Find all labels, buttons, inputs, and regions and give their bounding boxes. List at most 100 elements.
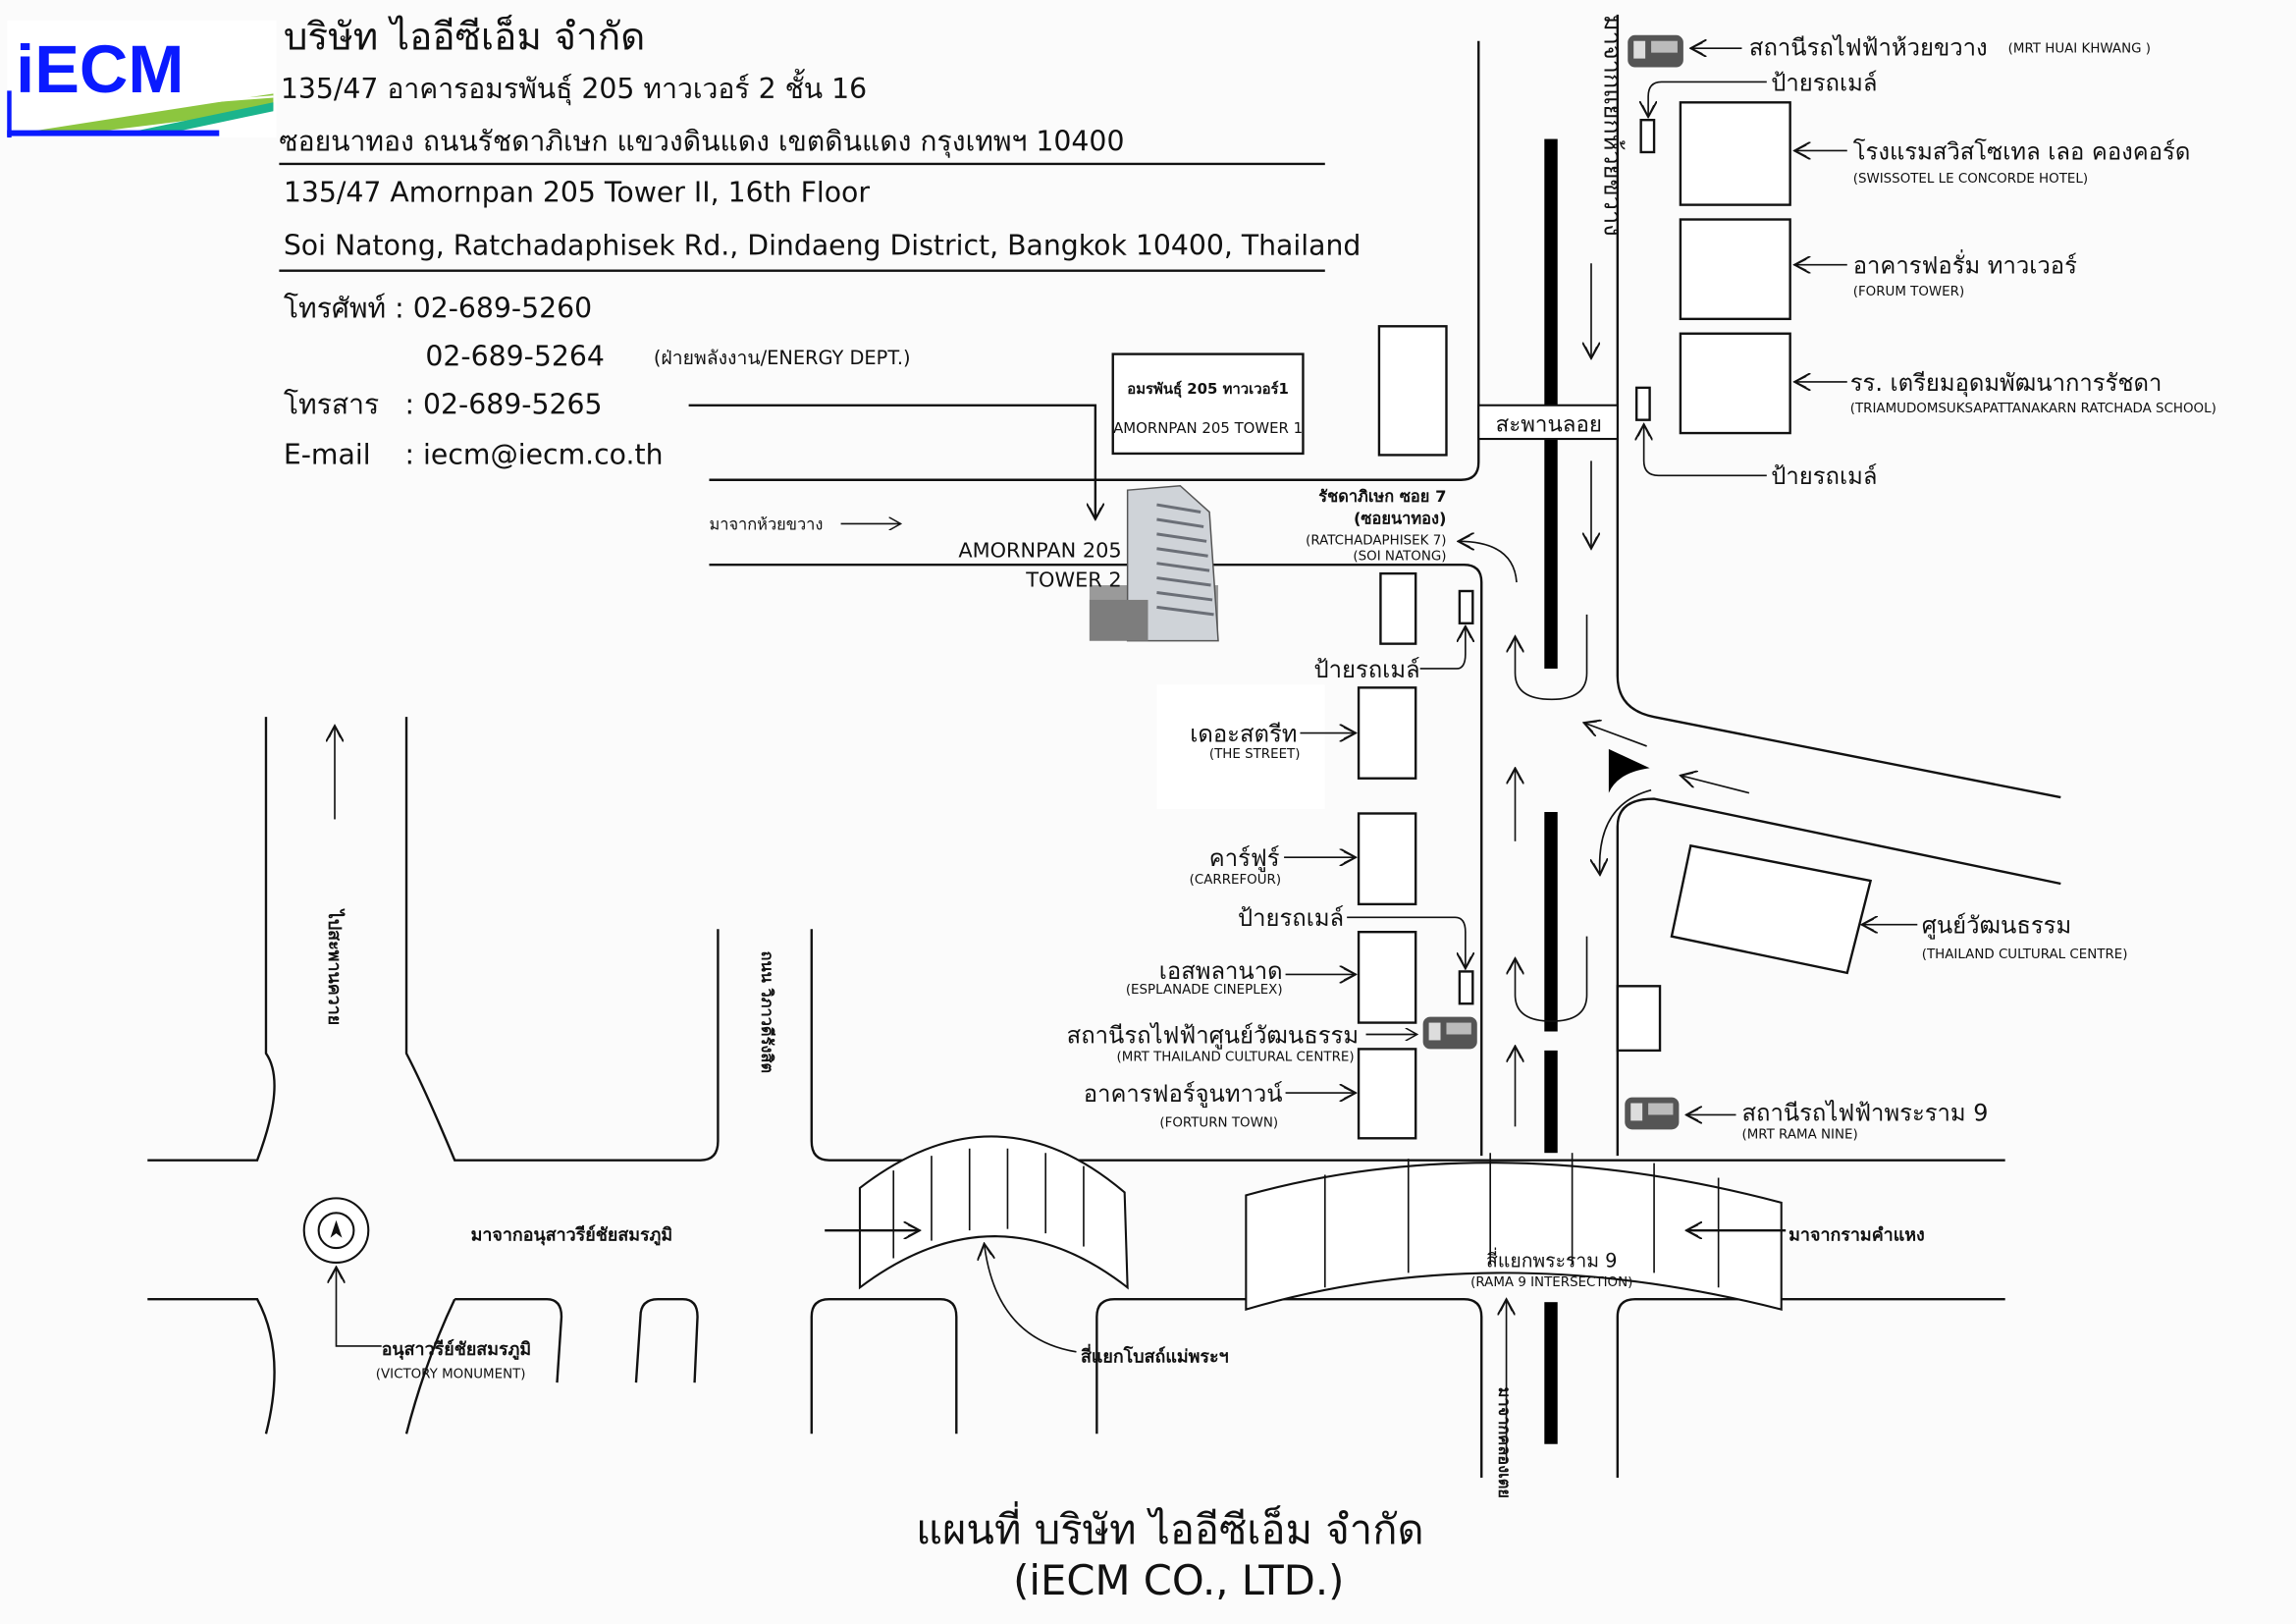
label-background (1156, 684, 1325, 810)
esplanade-building (1357, 930, 1417, 1024)
u-turn-arrow (1516, 614, 1588, 701)
cultural-centre-label-th: ศูนย์วัฒนธรรม (1922, 912, 2071, 941)
fortune-town-label-en: (FORTURN TOWN) (1159, 1115, 1278, 1130)
bus-stop-pointer (1419, 626, 1466, 670)
tower1-label-en: AMORNPAN 205 TOWER 1 (1113, 419, 1303, 437)
din-daeng-junction-label: สี่แยกโบสถ์แม่พระฯ (1081, 1343, 1229, 1367)
email-label: E-mail (284, 438, 371, 470)
median-strip (1544, 1050, 1558, 1154)
turn-arrow (1600, 788, 1652, 875)
bus-stop-pointer (1347, 916, 1466, 968)
mrt-cultural-label-en: (MRT THAILAND CULTURAL CENTRE) (1117, 1050, 1355, 1064)
pointer-arrow (337, 1267, 382, 1347)
north-arrow-icon (1608, 748, 1650, 793)
turn-arrow (1458, 541, 1518, 583)
school-label-en: (TRIAMUDOMSUKSAPATTANAKARN RATCHADA SCHO… (1850, 402, 2216, 416)
road-edge (709, 40, 1480, 481)
tower2-label-line1: AMORNPAN 205 (958, 539, 1121, 563)
median-strip (1544, 812, 1558, 1032)
bus-stop-icon (1458, 589, 1474, 624)
flyover-bridge (1245, 1153, 1783, 1312)
swissotel-building (1679, 101, 1791, 206)
address-th-line2: ซอยนาทอง ถนนรัชดาภิเษก แขวงดินแดง เขตดิน… (279, 125, 1124, 158)
mrt-cultural-label-th: สถานีรถไฟฟ้าศูนย์วัฒนธรรม (1067, 1021, 1359, 1050)
school-building (1679, 332, 1791, 435)
mrt-train-icon (1422, 1016, 1477, 1050)
mrt-huai-khwang-label-th: สถานีรถไฟฟ้าห้วยขวาง (1749, 34, 1988, 62)
road-edge (1095, 1298, 1483, 1478)
road-edge (147, 717, 276, 1162)
from-huai-khwang-junction-label: มาจากแยกห้วยขวาง (1598, 15, 1628, 237)
flyover-bridge (858, 1135, 1129, 1290)
svg-text:iECM: iECM (16, 31, 184, 107)
victory-monument-label-en: (VICTORY MONUMENT) (376, 1368, 526, 1382)
swissotel-label-en: (SWISSOTEL LE CONCORDE HOTEL) (1853, 172, 2088, 187)
phone-1: โทรศัพท์ : 02-689-5260 (284, 292, 592, 324)
forum-tower-label-th: อาคารฟอรั่ม ทาวเวอร์ (1853, 249, 2077, 280)
road-edge (404, 1298, 456, 1435)
school-label-th: รร. เตรียมอุดมพัฒนาการรัชดา (1850, 369, 2163, 397)
carrefour-label-th: คาร์ฟูร์ (1209, 844, 1280, 873)
address-en-line2: Soi Natong, Ratchadaphisek Rd., Dindaeng… (284, 229, 1362, 261)
from-huai-khwang-label: มาจากห้วยขวาง (709, 514, 823, 533)
mrt-train-icon (1628, 34, 1683, 68)
mrt-train-icon (1625, 1097, 1680, 1130)
esplanade-label-th: เอสพลานาด (1159, 957, 1283, 985)
bus-stop-label: ป้ายรถเมล์ (1771, 462, 1877, 490)
u-turn-arrow (1516, 936, 1588, 1022)
road-edge (634, 1298, 699, 1383)
map-title-th: แผนที่ บริษัท ไออีซีเอ็ม จำกัด (916, 1501, 1423, 1553)
direction-arrow (1681, 776, 1750, 794)
from-victory-label: มาจากอนุสาวรีย์ชัยสมรภูมิ (471, 1224, 673, 1247)
from-klongtoei-label: มาจากคลองเตย (1495, 1387, 1514, 1498)
address-th-line1: 135/47 อาคารอมรพันธุ์ 205 ทาวเวอร์ 2 ชั้… (281, 69, 867, 106)
bus-stop-label: ป้ายรถเมล์ (1771, 69, 1877, 96)
bus-stop-pointer (1644, 424, 1767, 477)
address-en-line1: 135/47 Amornpan 205 Tower II, 16th Floor (284, 177, 871, 209)
road-edge (1616, 797, 2061, 1157)
tower2-label-line2: TOWER 2 (1025, 568, 1121, 592)
bus-stop-pointer (1648, 81, 1767, 117)
road-edge (454, 1298, 563, 1383)
median-strip (1544, 138, 1558, 669)
skywalk (1477, 404, 1619, 441)
bus-stop-icon (1634, 386, 1651, 421)
from-ramkhamhaeng-label: มาจากรามคำแหง (1789, 1225, 1925, 1246)
bus-stop-label: ป้ายรถเมล์ (1314, 656, 1420, 683)
the-street-label-en: (THE STREET) (1209, 747, 1301, 762)
building-block (1379, 571, 1417, 645)
skywalk-label: สะพานลอย (1496, 412, 1602, 438)
road-edge (810, 1298, 958, 1435)
mrt-huai-khwang-label-en: (MRT HUAI KHWANG ) (2008, 42, 2151, 57)
fax-number: : 02-689-5265 (405, 389, 603, 421)
email-address[interactable]: : iecm@iecm.co.th (405, 438, 664, 470)
forum-tower-label-en: (FORUM TOWER) (1853, 285, 1964, 299)
fortune-town-building (1357, 1048, 1417, 1140)
phone-2-note: (ฝ่ายพลังงาน/ENERGY DEPT.) (654, 347, 911, 369)
the-street-label-th: เดอะสตรีท (1190, 720, 1297, 747)
road-edge (810, 929, 2005, 1162)
pointer-arrow (688, 404, 1095, 519)
fortune-town-label-th: อาคารฟอร์จูนทาวน์ (1084, 1080, 1283, 1109)
road-edge (404, 717, 720, 1162)
building-block (1616, 985, 1662, 1053)
soi7-label-th: รัชดาภิเษก ซอย 7 (1318, 487, 1446, 506)
phone-2[interactable]: 02-689-5264 (425, 341, 604, 373)
iecm-logo: iECM (7, 20, 277, 138)
bus-stop-icon (1639, 118, 1656, 154)
cultural-centre-label-en: (THAILAND CULTURAL CENTRE) (1922, 947, 2128, 962)
fax-label: โทรสาร (284, 389, 379, 421)
bus-stop-label: ป้ายรถเมล์ (1238, 904, 1344, 932)
road-edge (1616, 1298, 2005, 1478)
soi7-label-th-2: (ซอยนาทอง) (1354, 509, 1447, 527)
company-name-th: บริษัท ไออีซีเอ็ม จำกัด (284, 14, 645, 60)
vibhavadi-road-label: ถนน วิภาวดีรังสิต (758, 951, 776, 1073)
rama9-intersection-label-en: (RAMA 9 INTERSECTION) (1470, 1275, 1632, 1290)
rama9-intersection-label-th: สี่แยกพระราม 9 (1486, 1247, 1617, 1272)
road-edge (1616, 14, 2061, 799)
median-strip (1544, 1302, 1558, 1444)
tower1-label-th: อมรพันธุ์ 205 ทาวเวอร์1 (1127, 380, 1289, 398)
forum-tower-building (1679, 218, 1791, 321)
victory-monument-icon (302, 1197, 370, 1264)
